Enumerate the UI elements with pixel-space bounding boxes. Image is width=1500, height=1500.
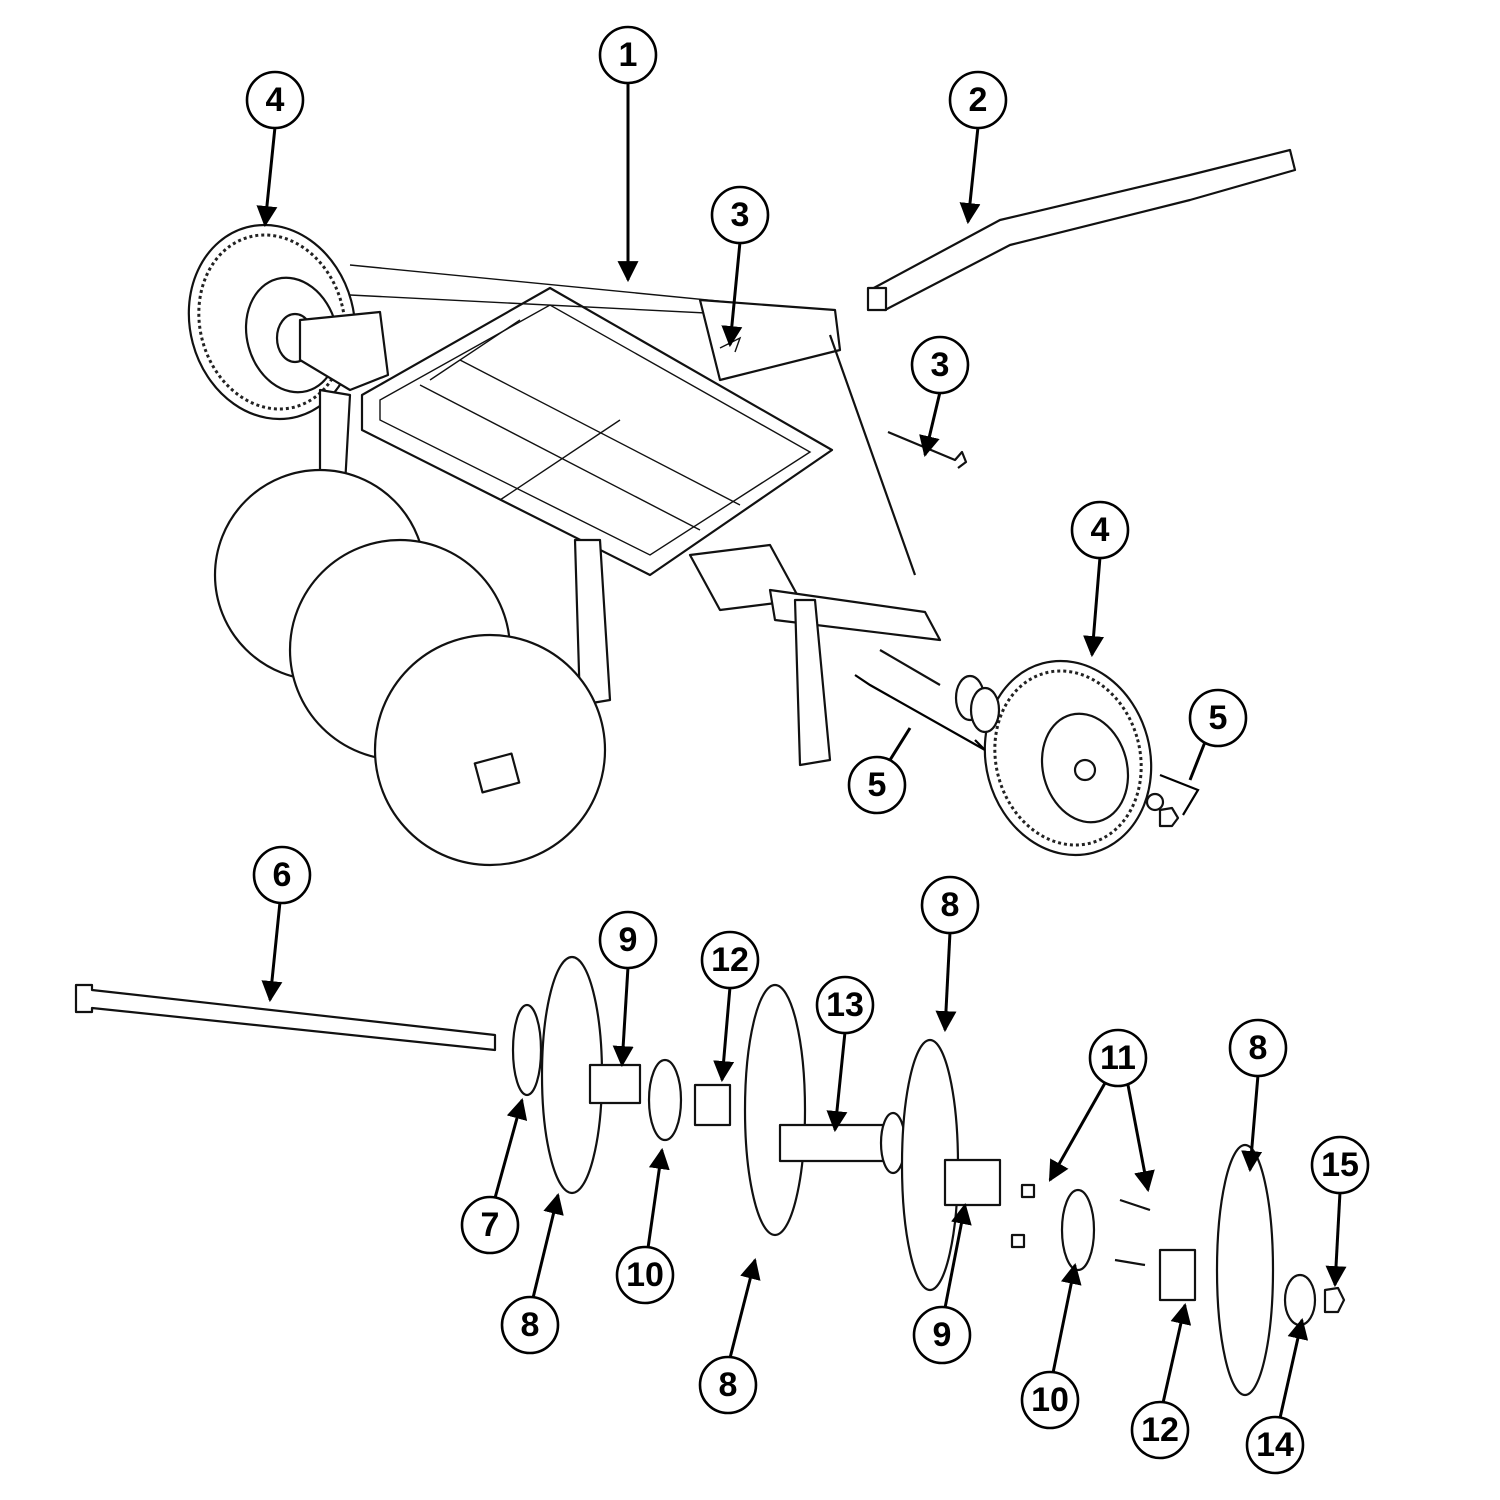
callout-10: 10 <box>615 1245 675 1305</box>
callout-8: 8 <box>698 1355 758 1415</box>
right-wheel <box>854 649 1200 857</box>
leader-lines <box>256 82 1347 1419</box>
callout-number: 9 <box>619 921 638 959</box>
callout-number: 9 <box>933 1316 952 1354</box>
callout-number: 8 <box>521 1306 540 1344</box>
callout-8: 8 <box>500 1295 560 1355</box>
callout-7: 7 <box>460 1195 520 1255</box>
callout-2: 2 <box>948 70 1008 130</box>
callout-14: 14 <box>1245 1415 1305 1475</box>
exploded-gang-parts <box>511 955 1346 1397</box>
callout-3: 3 <box>710 185 770 245</box>
callout-9: 9 <box>912 1305 972 1365</box>
frame <box>298 264 942 767</box>
callout-number: 12 <box>1141 1411 1179 1449</box>
callout-number: 5 <box>868 766 887 804</box>
callout-1: 1 <box>598 25 658 85</box>
callout-number: 1 <box>619 36 638 74</box>
callout-number: 8 <box>719 1366 738 1404</box>
callout-12: 12 <box>700 930 760 990</box>
callout-number: 7 <box>481 1206 500 1244</box>
callout-6: 6 <box>252 845 312 905</box>
callout-8: 8 <box>920 875 980 935</box>
callout-12: 12 <box>1130 1400 1190 1460</box>
callout-number: 6 <box>273 856 292 894</box>
callout-5: 5 <box>1188 688 1248 748</box>
callout-number: 4 <box>1091 511 1110 549</box>
callout-4: 4 <box>1070 500 1130 560</box>
callout-11: 11 <box>1088 1028 1148 1088</box>
callout-number: 5 <box>1209 699 1228 737</box>
left-wheel <box>187 223 357 421</box>
callout-3: 3 <box>910 335 970 395</box>
callout-5: 5 <box>847 755 907 815</box>
callout-15: 15 <box>1310 1135 1370 1195</box>
callout-number: 12 <box>711 941 749 979</box>
callout-number: 3 <box>931 346 950 384</box>
callout-number: 11 <box>1100 1039 1136 1077</box>
callout-4: 4 <box>245 70 305 130</box>
callout-number: 14 <box>1256 1426 1294 1464</box>
callout-number: 8 <box>1249 1029 1268 1067</box>
disc-gang <box>213 468 607 867</box>
callout-number: 4 <box>266 81 285 119</box>
callout-10: 10 <box>1020 1370 1080 1430</box>
callout-number: 2 <box>969 81 988 119</box>
callout-number: 13 <box>826 986 864 1024</box>
callout-13: 13 <box>815 975 875 1035</box>
callout-number: 8 <box>941 886 960 924</box>
callout-number: 10 <box>626 1256 664 1294</box>
callout-number: 10 <box>1031 1381 1069 1419</box>
callout-number: 15 <box>1321 1146 1359 1184</box>
axle-shaft <box>74 983 497 1052</box>
callout-8: 8 <box>1228 1018 1288 1078</box>
callout-number: 3 <box>731 196 750 234</box>
callout-9: 9 <box>598 910 658 970</box>
tongue <box>866 148 1297 312</box>
